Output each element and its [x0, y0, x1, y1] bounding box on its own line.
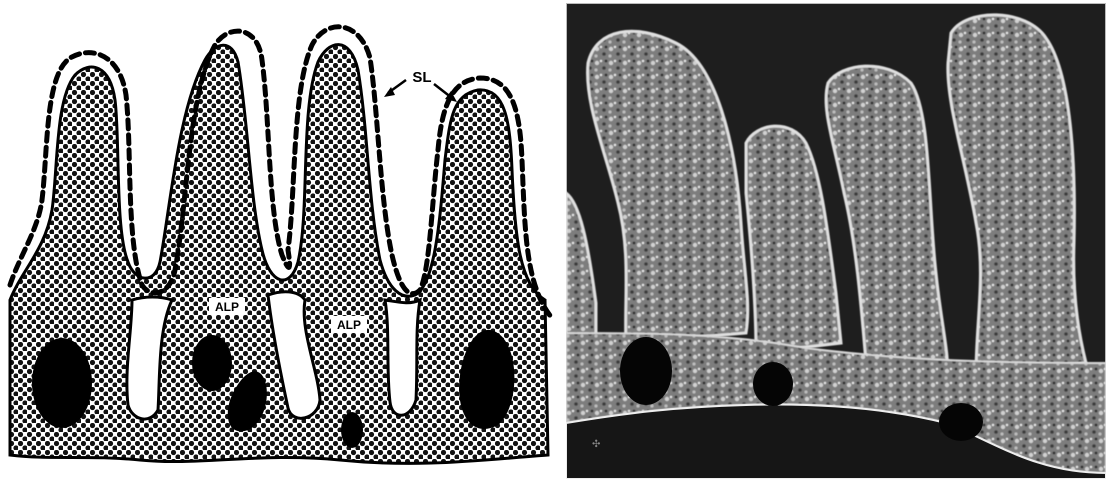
alp-label-right: ALP: [337, 318, 361, 332]
dark-blob: [341, 412, 363, 448]
dark-blob: [192, 335, 232, 391]
schematic-diagram: ALP ALP SL: [0, 0, 560, 481]
villi-schematic-svg: ALP ALP SL: [0, 0, 560, 481]
micrograph-svg: ✣: [566, 3, 1106, 479]
micro-dark-blob: [620, 337, 672, 405]
micro-dark-blob: [939, 403, 983, 441]
micrograph-image: ✣: [566, 3, 1106, 479]
alp-label-left: ALP: [215, 300, 239, 314]
micro-dark-blob: [753, 362, 793, 406]
crypt-lumen-3: [385, 300, 420, 415]
dark-blob: [32, 338, 92, 428]
micro-crosshair-mark: ✣: [592, 439, 600, 450]
sl-label: SL: [412, 69, 431, 86]
